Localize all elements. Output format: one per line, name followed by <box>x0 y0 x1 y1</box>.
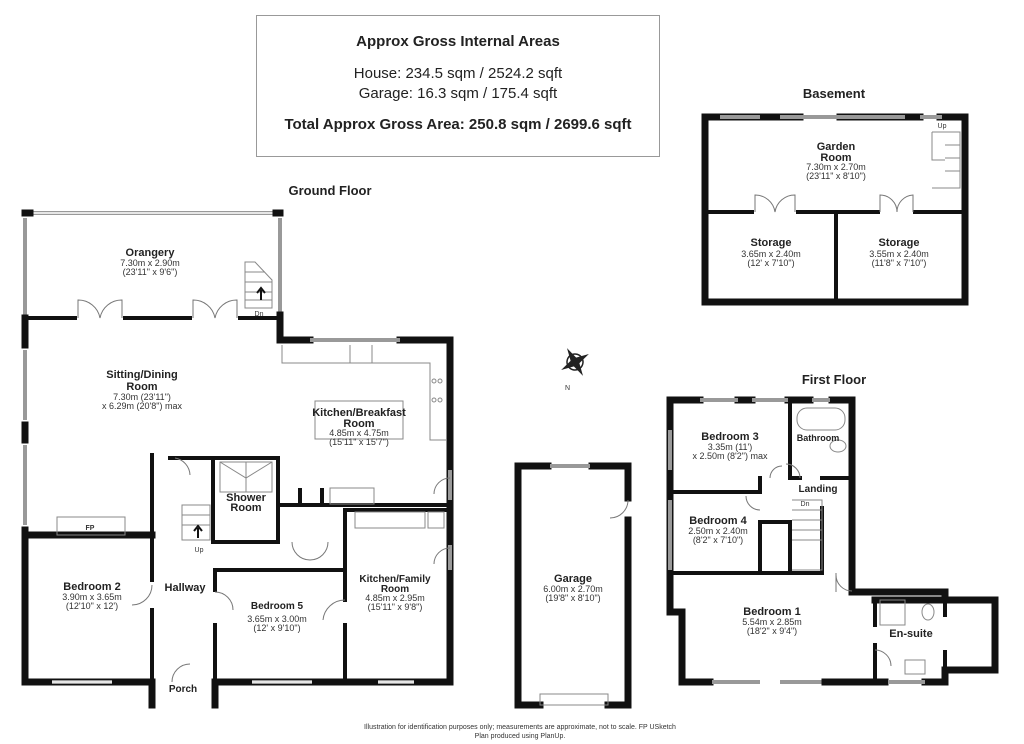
storage2-name: Storage <box>879 237 920 249</box>
ground-floor-title: Ground Floor <box>288 183 371 198</box>
bedroom3-dim-2: x 2.50m (8'2") max <box>693 451 768 461</box>
bedroom3-dim: 3.35m (11') <box>708 442 753 452</box>
disclaimer-footer: Illustration for identification purposes… <box>340 723 700 741</box>
bedroom4-dim-2: (8'2" x 7'10") <box>693 535 743 545</box>
garden-room-dim-2: (23'11" x 8'10") <box>806 171 866 181</box>
garage-dim-2: (19'8" x 8'10") <box>545 593 600 603</box>
disclaimer-line-2: Plan produced using PlanUp. <box>474 733 566 740</box>
hallway-stairs-up-label: Up <box>195 547 204 554</box>
bedroom1-dim-2: (18'2" x 9'4") <box>747 626 797 636</box>
kitchen-breakfast-dim-2: (15'11" x 15'7") <box>329 437 389 447</box>
kitchen-family-name: Kitchen/Family <box>359 574 431 585</box>
garage-name: Garage <box>554 573 592 585</box>
garage-area: Garage: 16.3 sqm / 175.4 sqft <box>358 85 558 102</box>
sitting-room-dim-2: x 6.29m (20'8") max <box>102 401 182 411</box>
area-title: Approx Gross Internal Areas <box>356 33 560 50</box>
disclaimer-line-1: Illustration for identification purposes… <box>364 724 676 731</box>
sitting-room-name: Sitting/Dining <box>106 369 177 381</box>
bedroom4-dim: 2.50m x 2.40m <box>688 526 748 536</box>
bedroom2-dim-2: (12'10" x 12') <box>66 601 118 611</box>
total-area: Total Approx Gross Area: 250.8 sqm / 269… <box>284 116 632 133</box>
bedroom5-name: Bedroom 5 <box>251 601 304 612</box>
compass-icon <box>561 348 589 376</box>
ensuite-name: En-suite <box>889 628 932 640</box>
garden-room-name: Garden <box>817 141 856 153</box>
compass-north-label: N <box>565 385 570 392</box>
sitting-room-name-2: Room <box>126 381 157 393</box>
garage-dim: 6.00m x 2.70m <box>543 584 603 594</box>
kitchen-breakfast-name: Kitchen/Breakfast <box>312 407 406 419</box>
bedroom5-dim-2: (12' x 9'10") <box>253 623 300 633</box>
orangery-stairs-dn-label: Dn <box>255 311 264 318</box>
kitchen-family-dim: 4.85m x 2.95m <box>365 593 425 603</box>
shower-room-name-2: Room <box>230 502 261 514</box>
storage1-dim-2: (12' x 7'10") <box>747 258 794 268</box>
garden-room-name-2: Room <box>820 152 851 164</box>
storage1-name: Storage <box>751 237 792 249</box>
orangery-dim: 7.30m x 2.90m <box>120 258 180 268</box>
bedroom3-name: Bedroom 3 <box>701 431 758 443</box>
porch-name: Porch <box>169 684 197 695</box>
bedroom4-name: Bedroom 4 <box>689 515 747 527</box>
first-stairs-dn-label: Dn <box>801 501 810 508</box>
storage2-dim: 3.55m x 2.40m <box>869 249 929 259</box>
first-floor-plan: Dn Bedroom 3 3.35m (11') x 2.50m (8'2") … <box>666 396 999 686</box>
storage1-dim: 3.65m x 2.40m <box>741 249 801 259</box>
kitchen-family-name-2: Room <box>381 584 409 595</box>
orangery-dim-imperial: (23'11" x 9'6") <box>123 267 178 277</box>
shower-room-name: Shower <box>226 492 266 504</box>
basement-plan: Up Garden Room 7.30m x 2.70m (23'11" x 8… <box>701 113 969 306</box>
hallway-name: Hallway <box>165 582 207 594</box>
garden-room-dim: 7.30m x 2.70m <box>806 162 866 172</box>
bedroom2-name: Bedroom 2 <box>63 581 120 593</box>
kitchen-breakfast-dim: 4.85m x 4.75m <box>329 428 389 438</box>
kitchen-breakfast-name-2: Room <box>343 418 374 430</box>
area-summary-box: Approx Gross Internal Areas House: 234.5… <box>256 15 660 157</box>
ground-floor-plan: Dn FP Up Orangery 7.30m x 2.90m (23'11" … <box>21 209 454 709</box>
first-floor-title: First Floor <box>802 372 866 387</box>
house-area: House: 234.5 sqm / 2524.2 sqft <box>353 65 563 82</box>
sitting-room-dim: 7.30m (23'11") <box>113 392 171 402</box>
basement-stairs-up-label: Up <box>938 123 947 130</box>
bedroom1-dim: 5.54m x 2.85m <box>742 617 802 627</box>
storage2-dim-2: (11'8" x 7'10") <box>872 258 927 268</box>
garage-plan: Garage 6.00m x 2.70m (19'8" x 8'10") <box>514 462 632 709</box>
bedroom5-dim: 3.65m x 3.00m <box>247 614 307 624</box>
bedroom2-dim: 3.90m x 3.65m <box>62 592 122 602</box>
kitchen-family-dim-2: (15'11" x 9'8") <box>368 602 423 612</box>
basement-title: Basement <box>803 86 866 101</box>
fireplace-label: FP <box>86 525 95 532</box>
bathroom-name: Bathroom <box>797 433 840 443</box>
bedroom1-name: Bedroom 1 <box>743 606 800 618</box>
landing-name: Landing <box>799 484 838 495</box>
orangery-name: Orangery <box>126 247 176 259</box>
